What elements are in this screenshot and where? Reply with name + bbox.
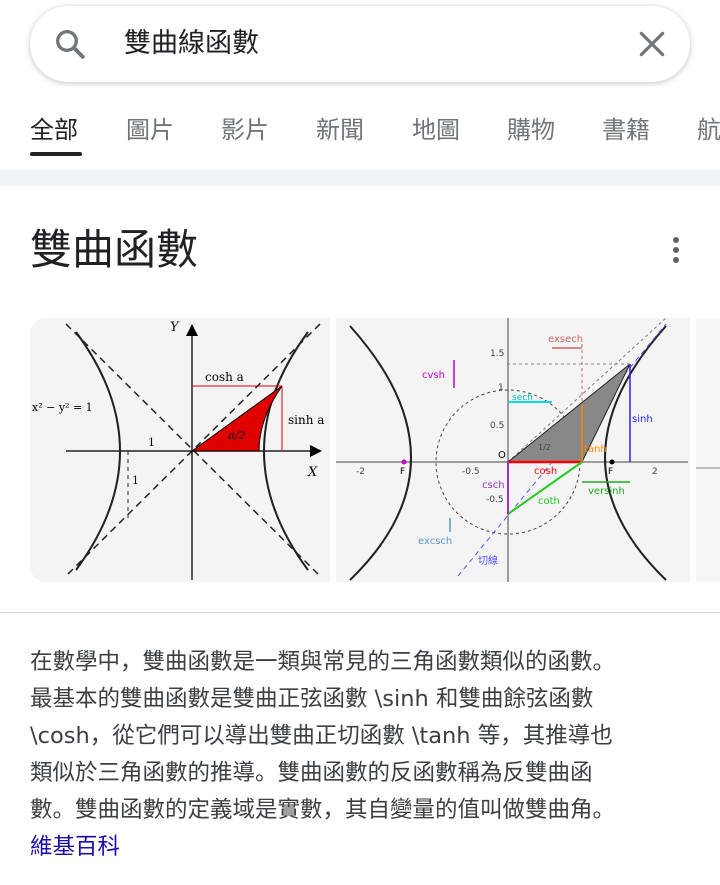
coth-label: coth bbox=[538, 496, 560, 507]
origin-label: O bbox=[498, 450, 506, 461]
focus-left-label: F bbox=[400, 467, 405, 477]
tanh-label: tanh bbox=[584, 444, 607, 455]
tick-0-5: 0.5 bbox=[490, 421, 504, 431]
sinh-label: sinh a bbox=[288, 413, 324, 427]
tab-all[interactable]: 全部 bbox=[30, 116, 78, 144]
image-thumbnail-partial[interactable] bbox=[696, 318, 720, 582]
equation-label: x² − y² = 1 bbox=[32, 401, 93, 414]
area-label: a/2 bbox=[228, 429, 245, 442]
one-y-label: 1 bbox=[132, 474, 139, 487]
versinh-label: versinh bbox=[588, 486, 625, 497]
tick-minus-2: -2 bbox=[356, 467, 365, 477]
description-line: 數。雙曲函數的定義域是實數，其自變量的值叫做雙曲角。 bbox=[30, 797, 616, 823]
search-bar[interactable]: 雙曲線函數 bbox=[30, 6, 690, 82]
description-line: 在數學中，雙曲函數是一類與常見的三角函數類似的函數。 bbox=[30, 649, 616, 675]
tick-minus-0-5-x: -0.5 bbox=[462, 467, 480, 477]
hyperbola-diagram: Y X x² − y² = 1 cosh a sinh a a/2 1 1 bbox=[30, 318, 330, 582]
tick-half: 1/2 bbox=[538, 443, 551, 452]
source-link-wikipedia[interactable]: 維基百科 bbox=[30, 834, 121, 860]
cosh-label: cosh a bbox=[205, 370, 244, 384]
section-divider bbox=[0, 612, 720, 613]
description-line: \cosh，從它們可以導出雙曲正切函數 \tanh 等，其推導也 bbox=[30, 723, 613, 749]
tab-maps[interactable]: 地圖 bbox=[412, 116, 460, 144]
hyperbola-image[interactable]: Y X x² − y² = 1 cosh a sinh a a/2 1 1 bbox=[30, 318, 330, 582]
tick-1: 1 bbox=[498, 383, 504, 393]
description-line: 類似於三角函數的推導。雙曲函數的反函數稱為反雙曲函 bbox=[30, 760, 593, 786]
search-input[interactable]: 雙曲線函數 bbox=[124, 28, 259, 59]
tab-news[interactable]: 新聞 bbox=[316, 116, 364, 144]
knowledge-panel-title: 雙曲函數 bbox=[30, 225, 199, 274]
axis-y-label: Y bbox=[170, 320, 180, 335]
tick-minus-0-5: -0.5 bbox=[486, 495, 504, 505]
one-x-label: 1 bbox=[148, 436, 155, 449]
tab-images[interactable]: 圖片 bbox=[126, 116, 174, 144]
excsch-label: excsch bbox=[418, 536, 452, 547]
active-tab-indicator bbox=[30, 152, 82, 156]
more-options-icon[interactable] bbox=[664, 232, 688, 268]
cosh-label-2: cosh bbox=[534, 466, 557, 477]
tabs-divider bbox=[0, 170, 720, 186]
tick-1-5: 1.5 bbox=[490, 349, 504, 359]
close-icon[interactable] bbox=[636, 28, 668, 60]
hyperbolic-functions-image[interactable]: exsech cvsh sech sinh tanh cosh csch cot… bbox=[336, 318, 690, 582]
tab-flights[interactable]: 航 bbox=[697, 116, 720, 144]
tick-2: 2 bbox=[652, 467, 658, 477]
knowledge-panel-description: 在數學中，雙曲函數是一類與常見的三角函數類似的函數。 最基本的雙曲函數是雙曲正弦… bbox=[30, 644, 700, 866]
partial-image-graphic bbox=[696, 318, 720, 582]
search-tabs: 全部 圖片 影片 新聞 地圖 購物 書籍 航 bbox=[0, 100, 720, 160]
csch-label: csch bbox=[482, 480, 505, 491]
sinh-label-2: sinh bbox=[632, 414, 653, 425]
search-icon[interactable] bbox=[52, 26, 88, 62]
tab-shopping[interactable]: 購物 bbox=[507, 116, 555, 144]
tab-videos[interactable]: 影片 bbox=[221, 116, 269, 144]
sech-label: sech bbox=[512, 393, 533, 403]
tab-books[interactable]: 書籍 bbox=[602, 116, 650, 144]
exsech-label: exsech bbox=[548, 334, 583, 345]
focus-right-label: F bbox=[608, 467, 613, 477]
tangent-label: 切線 bbox=[478, 554, 498, 567]
hyperbolic-functions-diagram: exsech cvsh sech sinh tanh cosh csch cot… bbox=[336, 318, 690, 582]
description-line: 最基本的雙曲函數是雙曲正弦函數 \sinh 和雙曲餘弦函數 bbox=[30, 686, 594, 712]
cvsh-label: cvsh bbox=[422, 370, 445, 381]
image-carousel: Y X x² − y² = 1 cosh a sinh a a/2 1 1 bbox=[30, 318, 720, 582]
axis-x-label: X bbox=[307, 465, 318, 480]
